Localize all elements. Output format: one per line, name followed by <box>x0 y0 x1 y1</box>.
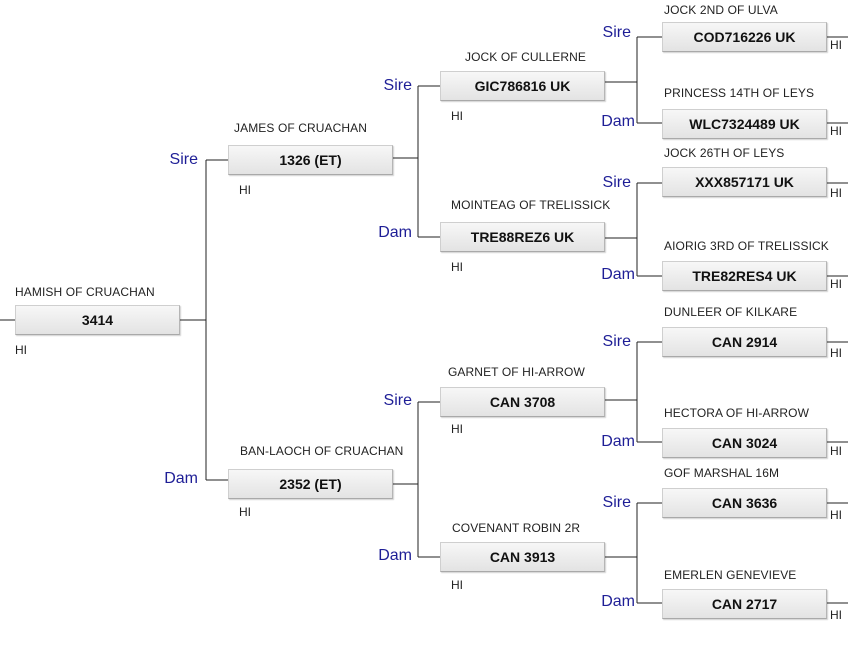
breed-tag: HI <box>830 38 842 52</box>
registration-box[interactable]: WLC7324489 UK <box>662 109 827 139</box>
breed-tag: HI <box>830 508 842 522</box>
registration-box[interactable]: CAN 3913 <box>440 542 605 572</box>
breed-tag: HI <box>15 343 27 357</box>
animal-name: JAMES OF CRUACHAN <box>234 121 368 135</box>
relation-sire-label: Sire <box>383 77 412 94</box>
breed-tag: HI <box>451 109 463 123</box>
animal-name: PRINCESS 14TH OF LEYS <box>664 86 815 100</box>
animal-name: AIORIG 3RD OF TRELISSICK <box>664 239 829 253</box>
registration-box[interactable]: 1326 (ET) <box>228 145 393 175</box>
relation-sire-label: Sire <box>602 333 631 350</box>
relation-dam-label: Dam <box>378 224 412 241</box>
relation-dam-label: Dam <box>601 113 635 130</box>
relation-dam-label: Dam <box>378 547 412 564</box>
breed-tag: HI <box>830 124 842 138</box>
breed-tag: HI <box>830 608 842 622</box>
breed-tag: HI <box>451 422 463 436</box>
relation-dam-label: Dam <box>601 433 635 450</box>
breed-tag: HI <box>239 505 251 519</box>
relation-dam-label: Dam <box>601 593 635 610</box>
relation-sire-label: Sire <box>602 174 631 191</box>
animal-name: MOINTEAG OF TRELISSICK <box>451 198 611 212</box>
registration-box[interactable]: CAN 2914 <box>662 327 827 357</box>
animal-name: GARNET OF HI-ARROW <box>448 365 585 379</box>
animal-name: EMERLEN GENEVIEVE <box>664 568 797 582</box>
registration-box[interactable]: 3414 <box>15 305 180 335</box>
registration-box[interactable]: CAN 3024 <box>662 428 827 458</box>
registration-box[interactable]: CAN 2717 <box>662 589 827 619</box>
registration-box[interactable]: TRE88REZ6 UK <box>440 222 605 252</box>
breed-tag: HI <box>830 277 842 291</box>
registration-box[interactable]: GIC786816 UK <box>440 71 605 101</box>
breed-tag: HI <box>830 346 842 360</box>
relation-dam-label: Dam <box>164 470 198 487</box>
breed-tag: HI <box>451 260 463 274</box>
registration-box[interactable]: CAN 3708 <box>440 387 605 417</box>
animal-name: BAN-LAOCH OF CRUACHAN <box>240 444 404 458</box>
registration-box[interactable]: 2352 (ET) <box>228 469 393 499</box>
animal-name: DUNLEER OF KILKARE <box>664 305 798 319</box>
relation-dam-label: Dam <box>601 266 635 283</box>
breed-tag: HI <box>451 578 463 592</box>
animal-name: HAMISH OF CRUACHAN <box>15 285 155 299</box>
breed-tag: HI <box>830 186 842 200</box>
animal-name: JOCK OF CULLERNE <box>465 50 586 64</box>
animal-name: GOF MARSHAL 16M <box>664 466 780 480</box>
animal-name: COVENANT ROBIN 2R <box>452 521 581 535</box>
registration-box[interactable]: XXX857171 UK <box>662 167 827 197</box>
animal-name: HECTORA OF HI-ARROW <box>664 406 810 420</box>
breed-tag: HI <box>239 183 251 197</box>
registration-box[interactable]: CAN 3636 <box>662 488 827 518</box>
relation-sire-label: Sire <box>602 494 631 511</box>
relation-sire-label: Sire <box>602 24 631 41</box>
breed-tag: HI <box>830 444 842 458</box>
relation-sire-label: Sire <box>383 392 412 409</box>
relation-sire-label: Sire <box>169 151 198 168</box>
animal-name: JOCK 2ND OF ULVA <box>664 3 778 17</box>
registration-box[interactable]: TRE82RES4 UK <box>662 261 827 291</box>
animal-name: JOCK 26TH OF LEYS <box>664 146 785 160</box>
registration-box[interactable]: COD716226 UK <box>662 22 827 52</box>
